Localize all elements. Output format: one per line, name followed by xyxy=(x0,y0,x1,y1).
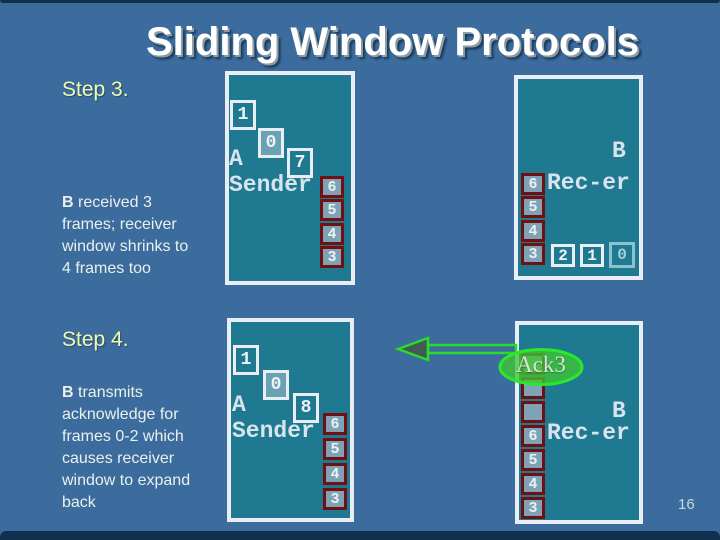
step4-label: Step 4. xyxy=(62,328,129,351)
step3-description: B received 3 frames; receiver window shr… xyxy=(62,192,188,280)
ack-label: Ack3 xyxy=(516,352,566,377)
step3-sender-window-slot: 5 xyxy=(320,199,344,221)
step4-desc-line: acknowledge for xyxy=(62,406,179,423)
step3-sender-frame-7: 7 xyxy=(287,148,313,178)
step3-desc-line: frames; receiver xyxy=(62,216,177,233)
step4-desc-line: B transmits xyxy=(62,384,143,401)
step4-description: B transmits acknowledge for frames 0-2 w… xyxy=(62,382,190,514)
step4-receiver-window-slot: 3 xyxy=(521,497,545,519)
page-number: 16 xyxy=(678,496,695,513)
step4-sender-frame-1: 1 xyxy=(233,345,259,375)
step4-receiver-role-label: Rec-er xyxy=(547,420,630,446)
step3-sender-window-slot: 3 xyxy=(320,246,344,268)
step4-sender-window-slot: 6 xyxy=(323,413,347,435)
step3-receiver-window-slot: 4 xyxy=(521,220,545,242)
step3-receiver-window-slot: 3 xyxy=(521,243,545,265)
step4-sender-window-slot: 5 xyxy=(323,438,347,460)
step3-sender-frame-0: 0 xyxy=(258,128,284,158)
step3-sender-window-slot: 4 xyxy=(320,223,344,245)
step4-desc-line: causes receiver xyxy=(62,450,175,467)
step3-sender-window-slot: 6 xyxy=(320,176,344,198)
step3-desc-bold: B xyxy=(62,194,74,211)
step3-receiver-window-slot: 6 xyxy=(521,173,545,195)
step4-receiver-empty-slot xyxy=(521,401,545,423)
step4-receiver-window-slot: 4 xyxy=(521,473,545,495)
step4-desc-line: window to expand xyxy=(62,472,191,489)
step4-sender-window-slot: 3 xyxy=(323,488,347,510)
step3-receiver-node-label: B xyxy=(612,138,626,164)
step3-receiver-window-slot: 5 xyxy=(521,196,545,218)
step3-desc-line: window shrinks to xyxy=(62,238,189,255)
slide-top-border xyxy=(0,0,720,3)
step4-desc-line: back xyxy=(62,494,96,511)
step4-sender-frame-0: 0 xyxy=(263,370,289,400)
step3-receiver-frame-1: 1 xyxy=(580,244,604,267)
slide-title: Sliding Window Protocols xyxy=(146,20,639,64)
step3-sender-frame-1: 1 xyxy=(230,100,256,130)
step4-sender-node-label: A xyxy=(232,392,246,418)
step4-sender-role-label: Sender xyxy=(232,418,315,444)
step4-receiver-window-slot: 6 xyxy=(521,425,545,447)
ack-bubble xyxy=(498,348,584,386)
step3-label: Step 3. xyxy=(62,78,129,101)
step3-desc-line: B received 3 xyxy=(62,194,152,211)
step3-sender-role-label: Sender xyxy=(229,172,312,198)
step3-desc-line: 4 frames too xyxy=(62,260,151,277)
step3-receiver-frame-0-faded: 0 xyxy=(609,242,635,268)
step4-receiver-window-slot: 5 xyxy=(521,449,545,471)
step4-desc-line: frames 0-2 which xyxy=(62,428,184,445)
step3-receiver-role-label: Rec-er xyxy=(547,170,630,196)
step4-sender-window-slot: 4 xyxy=(323,463,347,485)
step4-sender-frame-8: 8 xyxy=(293,393,319,423)
step3-sender-node-label: A xyxy=(229,146,243,172)
slide-bottom-border xyxy=(0,531,720,540)
step4-receiver-node-label: B xyxy=(612,398,626,424)
step4-desc-bold: B xyxy=(62,384,74,401)
step3-receiver-frame-2: 2 xyxy=(551,244,575,267)
